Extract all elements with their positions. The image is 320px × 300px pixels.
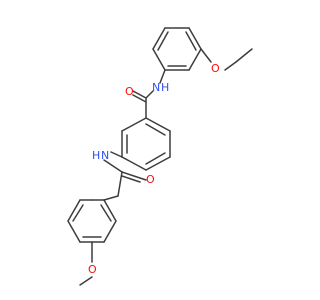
atom-label-h-top: H: [161, 81, 169, 94]
atom-label-h-mid: H: [92, 149, 100, 162]
atom-label-o-top: O: [125, 85, 134, 98]
atom-labels: O N H O H N O O: [88, 62, 220, 276]
methoxy-chain: [79, 241, 93, 286]
molecule-structure-diagram: O N H O H N O O: [67, 27, 253, 286]
atom-label-o-mid: O: [146, 173, 155, 186]
ethoxy-chain: [200, 48, 253, 71]
atom-label-n-top: N: [152, 81, 160, 94]
atom-label-n-mid: N: [101, 149, 109, 162]
lower-amide-bonds: [103, 151, 147, 201]
methoxyphenyl-ring: [67, 199, 117, 243]
upper-amide-bonds: [132, 69, 166, 119]
atom-label-o-methoxy: O: [88, 263, 97, 276]
atom-label-o-ethoxy: O: [211, 62, 220, 75]
ethoxyphenyl-ring: [152, 27, 202, 71]
central-benzene-ring: [121, 117, 171, 171]
